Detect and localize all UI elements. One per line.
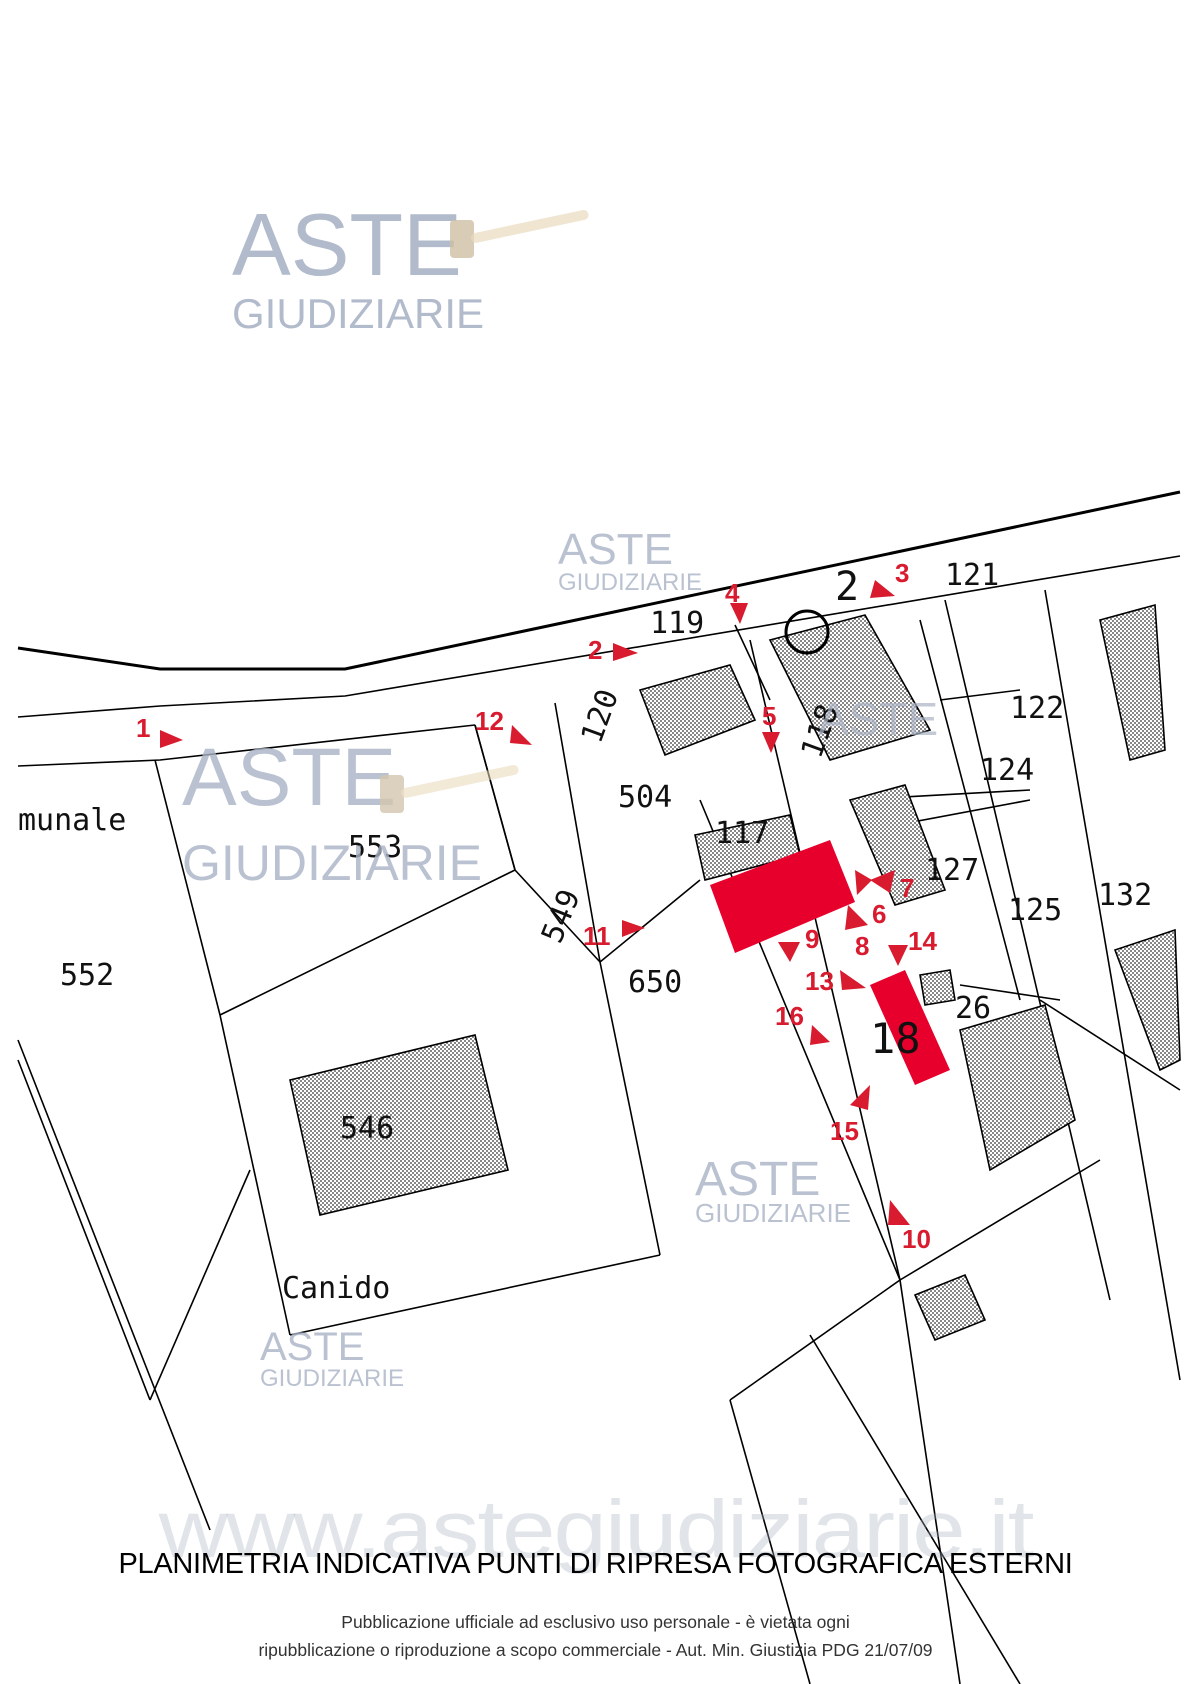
photo-arrow-16 (810, 1025, 830, 1045)
svg-text:ASTE: ASTE (695, 1153, 820, 1206)
legal-notice-line-1: Pubblicazione ufficiale ad esclusivo uso… (341, 1612, 850, 1632)
svg-text:ASTE: ASTE (182, 732, 396, 823)
watermark-small-bottom: ASTE GIUDIZIARIE (695, 1153, 851, 1228)
photo-point-14: 14 (908, 926, 937, 956)
parcel-552: 552 (60, 958, 114, 993)
watermark-small-top: ASTE GIUDIZIARIE (558, 525, 702, 596)
photo-arrow-8 (855, 870, 872, 895)
parcel-boundaries (17, 589, 1181, 1684)
svg-text:GIUDIZIARIE: GIUDIZIARIE (260, 1365, 404, 1392)
parcel-125: 125 (1008, 893, 1062, 928)
photo-point-2: 2 (588, 635, 602, 665)
photo-point-9: 9 (805, 924, 819, 954)
road-label: munale (18, 803, 126, 838)
svg-text:ASTE: ASTE (232, 195, 462, 294)
parcel-127: 127 (925, 853, 979, 888)
photo-point-7: 7 (900, 873, 914, 903)
photo-point-labels: 1 2 3 4 5 6 7 8 9 10 11 12 13 14 15 16 (136, 558, 937, 1254)
watermark-large: ASTE GIUDIZIARIE (232, 195, 590, 337)
photo-arrow-11 (622, 920, 645, 937)
photo-arrow-9 (778, 942, 800, 962)
photo-arrow-15 (850, 1085, 870, 1110)
parcel-126: 26 (955, 991, 991, 1026)
parcel-120: 120 (575, 685, 626, 748)
photo-point-8: 8 (855, 931, 869, 961)
page-title: PLANIMETRIA INDICATIVA PUNTI DI RIPRESA … (118, 1548, 1073, 1580)
photo-arrow-13 (840, 970, 866, 990)
red-building-secondary (870, 970, 950, 1085)
watermark-medium: ASTE GIUDIZIARIE (182, 732, 520, 891)
parcel-650: 650 (628, 965, 682, 1000)
parcel-504: 504 (618, 780, 672, 815)
photo-point-11: 11 (583, 921, 611, 951)
big-marker: 18 (870, 1014, 921, 1063)
highlighted-buildings (710, 840, 950, 1085)
photo-arrow-6 (845, 905, 868, 930)
parcel-117: 117 (715, 816, 769, 851)
parcel-549: 549 (535, 885, 588, 948)
place-label: Canido (282, 1271, 390, 1306)
svg-text:ASTE: ASTE (260, 1325, 364, 1369)
photo-arrow-14 (888, 945, 908, 966)
parcel-labels: 119 121 122 124 127 125 132 504 553 549 … (18, 558, 1152, 1306)
svg-text:ASTE: ASTE (818, 693, 938, 745)
photo-arrow-4 (730, 603, 748, 624)
photo-arrows (160, 580, 910, 1225)
parcel-119: 119 (650, 606, 704, 641)
watermark-small-center: ASTE (818, 693, 938, 745)
buildings (289, 603, 1181, 1342)
svg-text:ASTE: ASTE (558, 525, 673, 574)
photo-point-3: 3 (895, 558, 909, 588)
photo-arrow-3 (870, 580, 895, 598)
parcel-132: 132 (1098, 878, 1152, 913)
sheet-number: 2 (835, 564, 859, 610)
photo-arrow-2 (613, 643, 638, 661)
red-building-main (710, 840, 855, 953)
photo-arrow-1 (160, 730, 183, 748)
legal-notice-line-2: ripubblicazione o riproduzione a scopo c… (258, 1640, 933, 1660)
svg-text:GIUDIZIARIE: GIUDIZIARIE (695, 1198, 851, 1228)
parcel-553: 553 (348, 830, 402, 865)
legal-notice: Pubblicazione ufficiale ad esclusivo uso… (0, 1608, 1191, 1664)
photo-arrow-10 (888, 1200, 910, 1225)
photo-point-5: 5 (762, 701, 776, 731)
photo-point-10: 10 (902, 1224, 931, 1254)
parcel-124: 124 (980, 753, 1034, 788)
svg-text:GIUDIZIARIE: GIUDIZIARIE (232, 290, 484, 337)
svg-text:GIUDIZIARIE: GIUDIZIARIE (558, 569, 702, 596)
photo-point-6: 6 (872, 899, 886, 929)
photo-arrow-12 (510, 725, 532, 745)
sheet-circle-marker (784, 609, 830, 655)
photo-point-1: 1 (136, 713, 150, 743)
photo-point-16: 16 (775, 1001, 804, 1031)
photo-point-15: 15 (830, 1116, 859, 1146)
photo-point-4: 4 (725, 578, 740, 608)
photo-point-12: 12 (475, 706, 504, 736)
photo-arrow-7 (870, 870, 895, 893)
parcel-121: 121 (945, 558, 999, 593)
photo-point-13: 13 (805, 966, 834, 996)
svg-text:GIUDIZIARIE: GIUDIZIARIE (182, 835, 482, 891)
road-lines (17, 490, 1181, 767)
parcel-546: 546 (340, 1111, 394, 1146)
photo-arrow-5 (762, 732, 780, 753)
parcel-122: 122 (1010, 691, 1064, 726)
site-watermark: www.astegiudiziarie.it (158, 1484, 1035, 1576)
watermark-small-left: ASTE GIUDIZIARIE (260, 1325, 404, 1392)
